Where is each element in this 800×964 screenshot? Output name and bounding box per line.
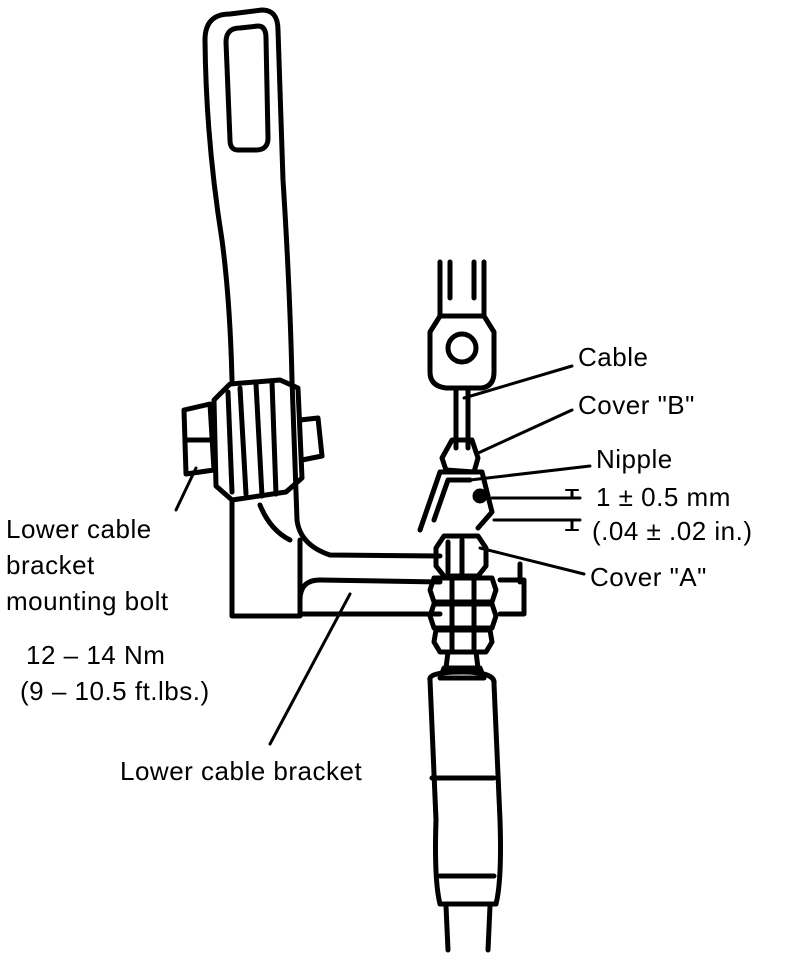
mounting-bolt bbox=[181, 377, 325, 543]
label-cover-a: Cover "A" bbox=[590, 562, 707, 592]
pedal-arm bbox=[202, 7, 443, 619]
leader-cover-b bbox=[474, 408, 574, 456]
cover-b bbox=[439, 437, 481, 475]
label-nipple: Nipple bbox=[596, 444, 673, 474]
label-cover-b: Cover "B" bbox=[578, 390, 695, 420]
cover-a bbox=[433, 533, 489, 579]
label-gap-mm: 1 ± 0.5 mm bbox=[596, 482, 731, 512]
leader-lines bbox=[174, 364, 592, 746]
leader-bolt bbox=[174, 466, 198, 512]
label-cable: Cable bbox=[578, 342, 649, 372]
nipple bbox=[417, 469, 495, 533]
label-bolt-line3: mounting bolt bbox=[6, 586, 169, 616]
label-gap-in: (.04 ± .02 in.) bbox=[592, 516, 753, 546]
dimension-marks bbox=[490, 489, 582, 531]
label-bolt-line1: Lower cable bbox=[6, 514, 152, 544]
adjusting-nuts bbox=[427, 575, 499, 655]
leader-cable bbox=[462, 364, 574, 400]
cable-clevis bbox=[427, 259, 497, 391]
leader-nipple bbox=[468, 464, 592, 482]
label-lower-cable-bracket: Lower cable bracket bbox=[120, 756, 363, 786]
lower-cable-bracket bbox=[297, 561, 527, 617]
label-bolt-line2: bracket bbox=[6, 550, 95, 580]
leader-lower-bracket bbox=[268, 592, 352, 746]
leader-cover-a bbox=[478, 546, 586, 576]
label-torque-nm: 12 – 14 Nm bbox=[26, 640, 166, 670]
cable-housing bbox=[427, 649, 503, 953]
label-torque-ftlbs: (9 – 10.5 ft.lbs.) bbox=[20, 676, 210, 706]
